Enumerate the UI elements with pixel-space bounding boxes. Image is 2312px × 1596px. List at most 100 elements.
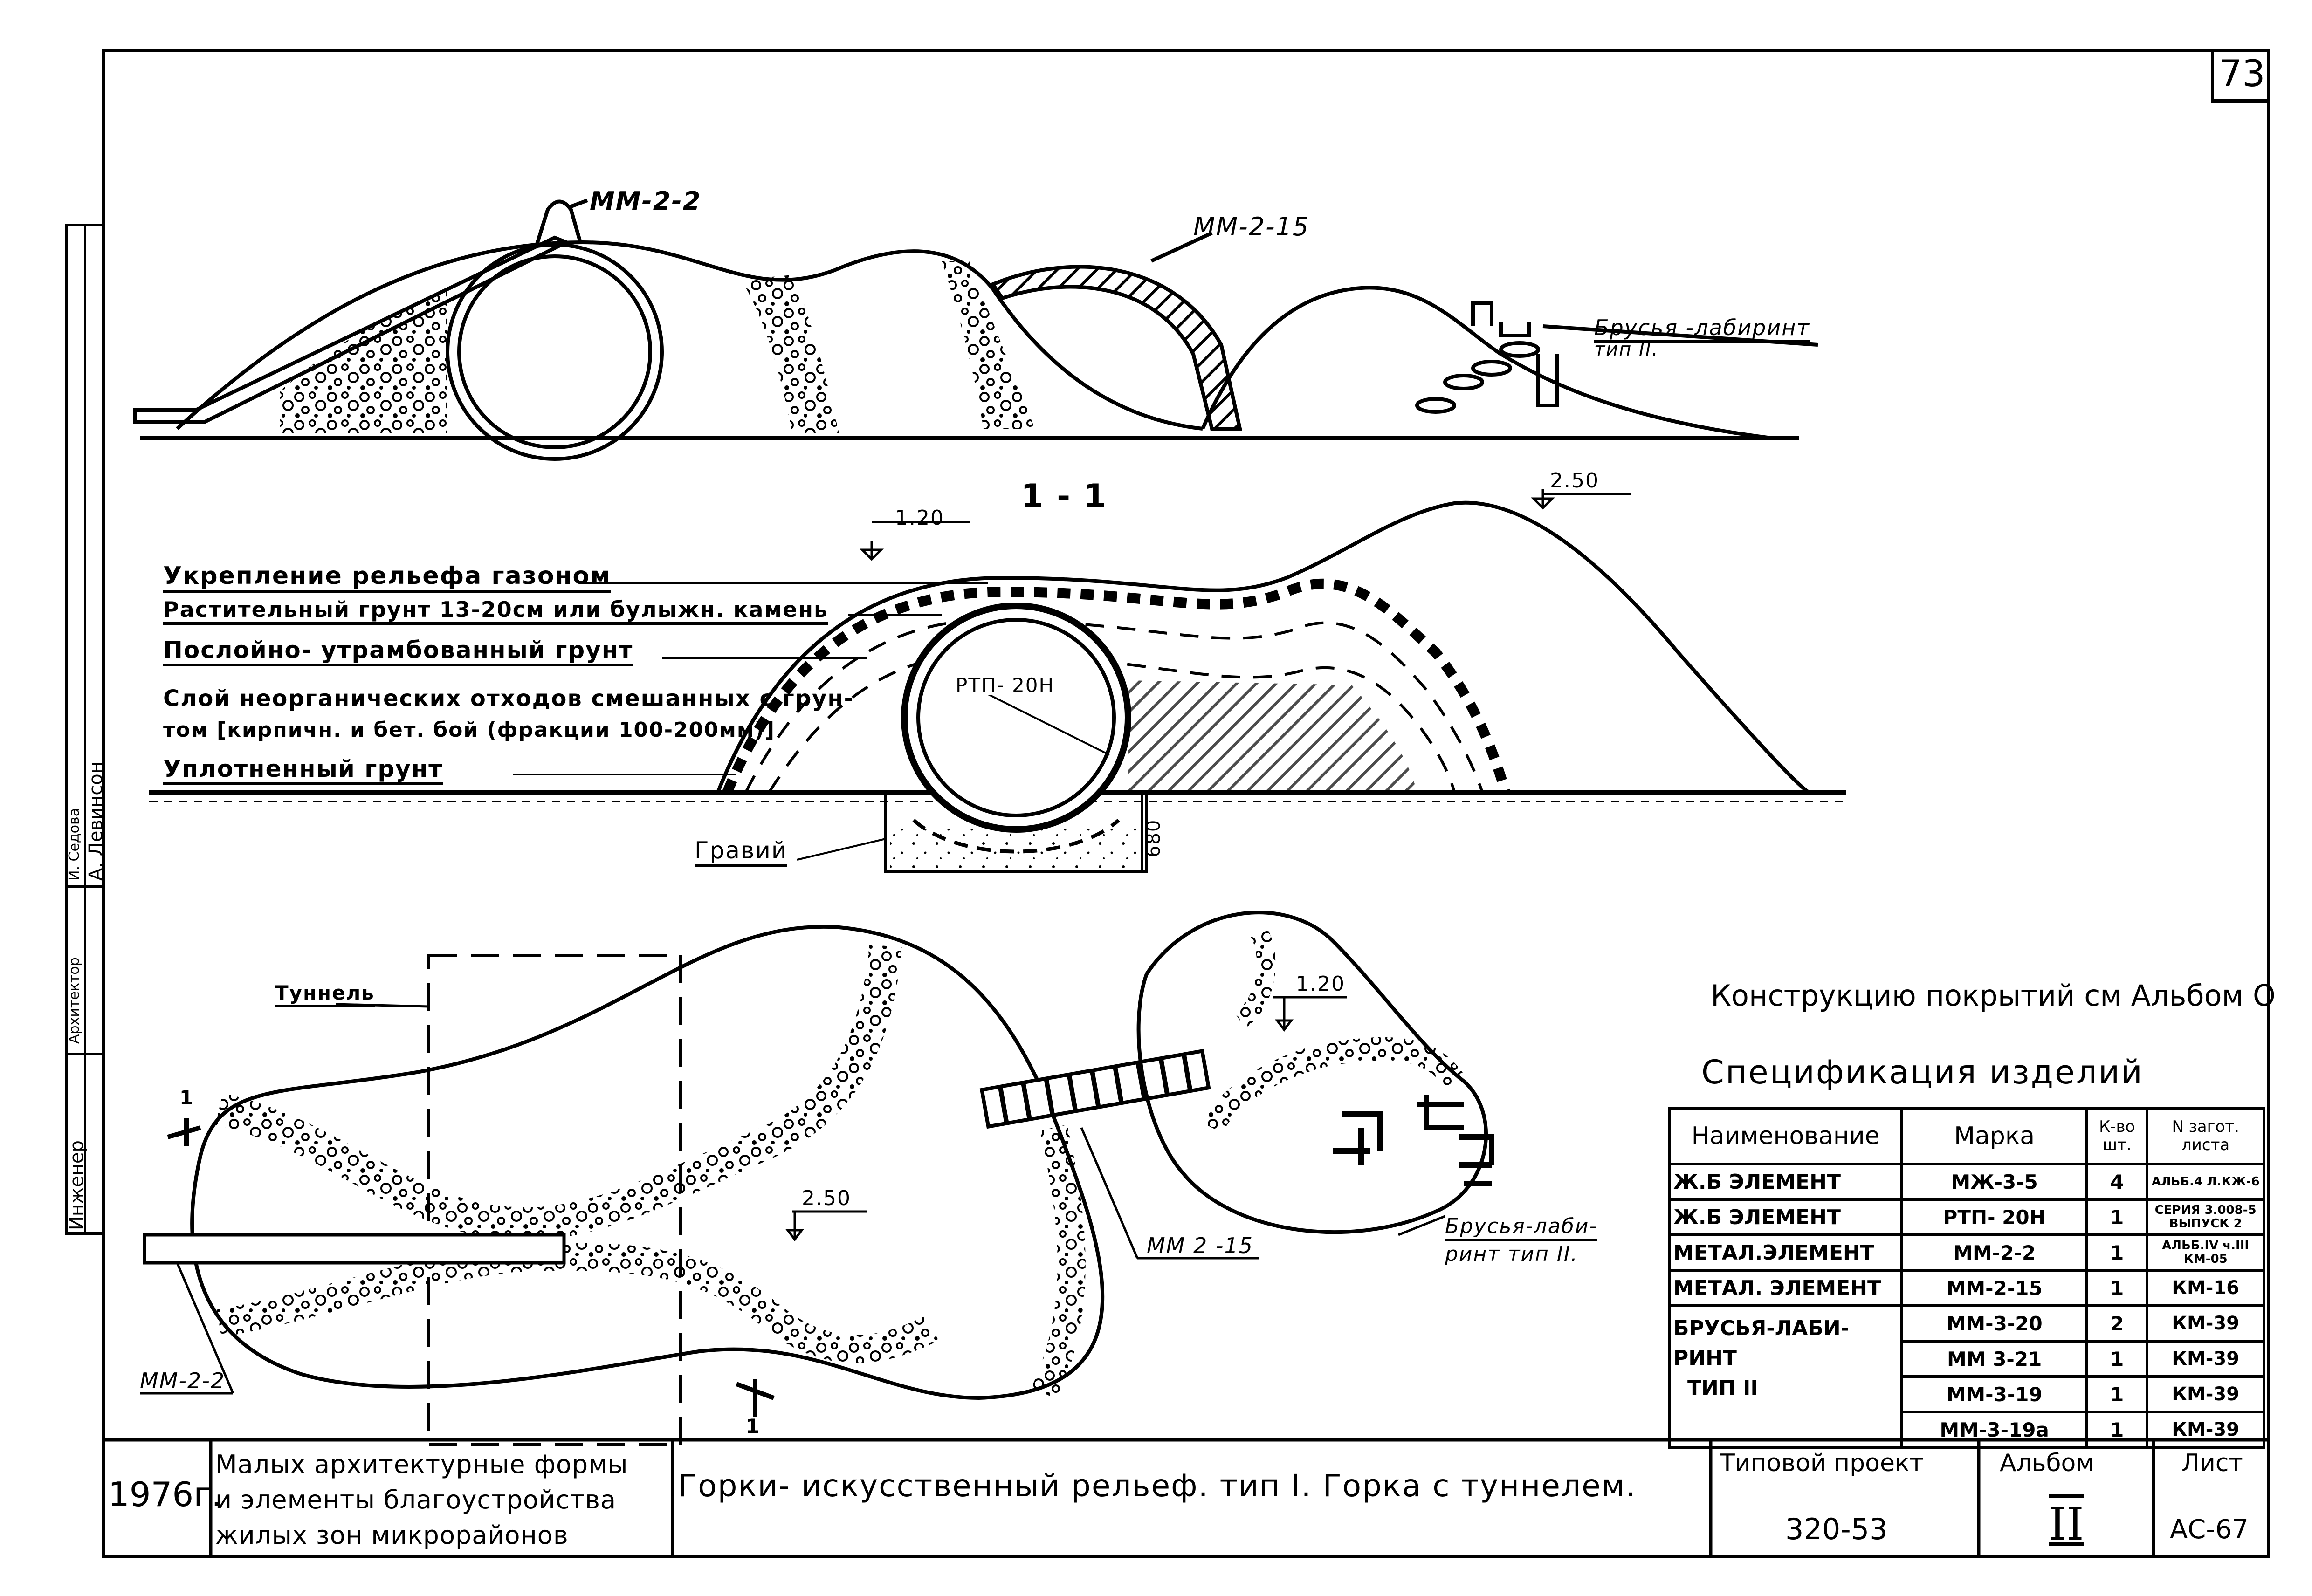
gravel-leader bbox=[797, 838, 886, 861]
compacted-layer bbox=[744, 618, 1484, 793]
spec-qty: 2 bbox=[2085, 1304, 2149, 1343]
pipe-leader bbox=[978, 689, 1110, 756]
spec-name: МЕТАЛ.ЭЛЕМЕНТ bbox=[1667, 1233, 1904, 1272]
specification-table: Наименование Марка К-во шт. N загот. лис… bbox=[1667, 1107, 2265, 1449]
title-year: 1976г. bbox=[108, 1475, 222, 1514]
sheet-frame bbox=[102, 49, 2270, 1558]
pipe-inner bbox=[916, 618, 1116, 817]
elevation-labyrinth-label: Брусья -лабиринт bbox=[1594, 317, 1810, 343]
title-album-line-1: Малых архитектурные формы bbox=[215, 1450, 628, 1479]
stepping-stone bbox=[1471, 360, 1512, 377]
slide-plank bbox=[143, 1233, 566, 1265]
section-level-right: 2.50 bbox=[1550, 469, 1599, 493]
layer-label-1: Укрепление рельефа газоном bbox=[163, 564, 611, 593]
leader-line bbox=[568, 199, 588, 209]
plan-outline-small bbox=[1136, 911, 1488, 1234]
section-cut-top bbox=[167, 1118, 201, 1146]
project-label: Типовой проект bbox=[1720, 1449, 1924, 1477]
spec-qty: 1 bbox=[2085, 1411, 2149, 1449]
sheet-number-box: 73 bbox=[2211, 49, 2270, 103]
level-marker-right bbox=[1530, 489, 1631, 510]
coverings-note: Конструкцию покрытий см Альбом О bbox=[1711, 979, 2276, 1013]
spec-sheet: АЛЬБ.4 Л.КЖ-6 bbox=[2146, 1163, 2265, 1201]
labyrinth-posts bbox=[1471, 301, 1559, 407]
plan-slide-ref: ММ-2-2 bbox=[140, 1368, 226, 1393]
spec-sheet: АЛЬБ.IV ч.III КМ-05 bbox=[2146, 1233, 2265, 1272]
slide-cap bbox=[534, 199, 582, 248]
level-marker-left bbox=[859, 521, 970, 561]
turf-layer bbox=[722, 578, 1511, 795]
table-row: ММ-3-19а 1 КМ-39 bbox=[1669, 1411, 2265, 1449]
spec-name: МЕТАЛ. ЭЛЕМЕНТ bbox=[1667, 1269, 1904, 1307]
tunnel-ring-inner bbox=[457, 254, 652, 449]
bridge-leader bbox=[1080, 1127, 1139, 1259]
spec-mark: МЖ-3-5 bbox=[1900, 1163, 2089, 1201]
spec-mark: ММ-3-20 bbox=[1900, 1304, 2089, 1343]
layer-label-6: Уплотненный грунт bbox=[163, 757, 443, 785]
spec-group-name-1: БРУСЬЯ-ЛАБИ- bbox=[1673, 1316, 1849, 1340]
stepping-stone bbox=[1499, 341, 1540, 358]
spec-header-mark: Марка bbox=[1900, 1107, 2089, 1165]
plan-section-mark-bottom: 1 bbox=[746, 1415, 761, 1438]
plan-level-center bbox=[785, 1210, 867, 1242]
gravel-band bbox=[216, 1243, 939, 1363]
side-stamp-rule bbox=[65, 885, 105, 888]
tunnel-ring-outer bbox=[446, 243, 664, 461]
table-row: Ж.Б ЭЛЕМЕНТ МЖ-3-5 4 АЛЬБ.4 Л.КЖ-6 bbox=[1667, 1163, 2265, 1201]
spec-header-sheet: N загот. листа bbox=[2146, 1107, 2265, 1165]
gravel-fill bbox=[890, 829, 1142, 869]
spec-group-name: БРУСЬЯ-ЛАБИ- РИНТ ТИП II bbox=[1667, 1304, 1904, 1449]
sheet-label: Лист bbox=[2181, 1449, 2243, 1477]
plan-level-center-label: 2.50 bbox=[802, 1186, 851, 1210]
spec-qty: 1 bbox=[2085, 1269, 2149, 1307]
elevation-bridge-ref: ММ-2-15 bbox=[1193, 212, 1310, 241]
stepping-stone bbox=[1443, 374, 1484, 390]
spec-qty: 1 bbox=[2085, 1375, 2149, 1413]
layer-label-2: Растительный грунт 13-20см или булыжн. к… bbox=[163, 599, 829, 625]
elevation-slide-ref: ММ-2-2 bbox=[590, 186, 702, 216]
spec-name: Ж.Б ЭЛЕМЕНТ bbox=[1667, 1198, 1904, 1236]
plan-level-small-label: 1.20 bbox=[1296, 972, 1345, 996]
spec-sheet: КМ-39 bbox=[2146, 1304, 2265, 1343]
plan-level-small bbox=[1273, 996, 1347, 1032]
spec-sheet: КМ-39 bbox=[2146, 1340, 2265, 1378]
gravel-band bbox=[1234, 927, 1276, 1028]
gravel-band bbox=[1031, 1124, 1086, 1399]
spec-mark: РТП- 20Н bbox=[1900, 1198, 2089, 1236]
slide-leader bbox=[176, 1262, 234, 1394]
stepping-stone bbox=[1415, 397, 1456, 414]
waste-layer bbox=[768, 651, 1456, 793]
spec-header-row: Наименование Марка К-во шт. N загот. лис… bbox=[1667, 1107, 2265, 1165]
spec-qty: 1 bbox=[2085, 1233, 2149, 1272]
title-album-line-3: жилых зон микрорайонов bbox=[215, 1521, 569, 1550]
spec-sheet: СЕРИЯ 3.008-5 ВЫПУСК 2 bbox=[2146, 1198, 2265, 1236]
table-row: ММ 3-21 1 КМ-39 bbox=[1669, 1340, 2265, 1378]
plan-bridge-ref: ММ 2 -15 bbox=[1147, 1233, 1254, 1258]
pipe-label: РТП- 20Н bbox=[956, 674, 1055, 697]
plan-outline bbox=[190, 925, 1105, 1400]
waste-fill bbox=[1128, 680, 1417, 792]
spec-qty: 1 bbox=[2085, 1198, 2149, 1236]
table-row: МЕТАЛ. ЭЛЕМЕНТ ММ-2-15 1 КМ-16 bbox=[1667, 1269, 2265, 1307]
plan-labyrinth-label-2: ринт тип II. bbox=[1445, 1242, 1578, 1266]
spec-header-name: Наименование bbox=[1667, 1107, 1904, 1165]
gravel-band bbox=[215, 944, 902, 1240]
spec-sheet: КМ-16 bbox=[2146, 1269, 2265, 1307]
sheet-number: 73 bbox=[2219, 53, 2265, 95]
table-row: ММ-3-19 1 КМ-39 bbox=[1669, 1375, 2265, 1413]
spec-title: Спецификация изделий bbox=[1701, 1053, 2144, 1091]
spec-group-name-3: ТИП II bbox=[1687, 1376, 1758, 1400]
table-row: Ж.Б ЭЛЕМЕНТ РТП- 20Н 1 СЕРИЯ 3.008-5 ВЫП… bbox=[1667, 1198, 2265, 1236]
side-stamp-rule bbox=[65, 1053, 105, 1055]
mound-outline bbox=[716, 500, 1810, 794]
spec-sheet: КМ-39 bbox=[2146, 1375, 2265, 1413]
gravel-fill bbox=[280, 289, 447, 433]
plan-section-mark-top: 1 bbox=[179, 1086, 194, 1109]
bridge-arc bbox=[990, 265, 1242, 431]
layer-label-5: том [кирпичн. и бет. бой (фракции 100-20… bbox=[163, 718, 776, 742]
elevation-labyrinth-type: тип II. bbox=[1594, 339, 1659, 360]
spec-sheet: КМ-39 bbox=[2146, 1411, 2265, 1449]
spec-qty: 1 bbox=[2085, 1340, 2149, 1378]
hill-outline-2 bbox=[1201, 286, 1799, 440]
tunnel-leader bbox=[335, 1003, 429, 1008]
